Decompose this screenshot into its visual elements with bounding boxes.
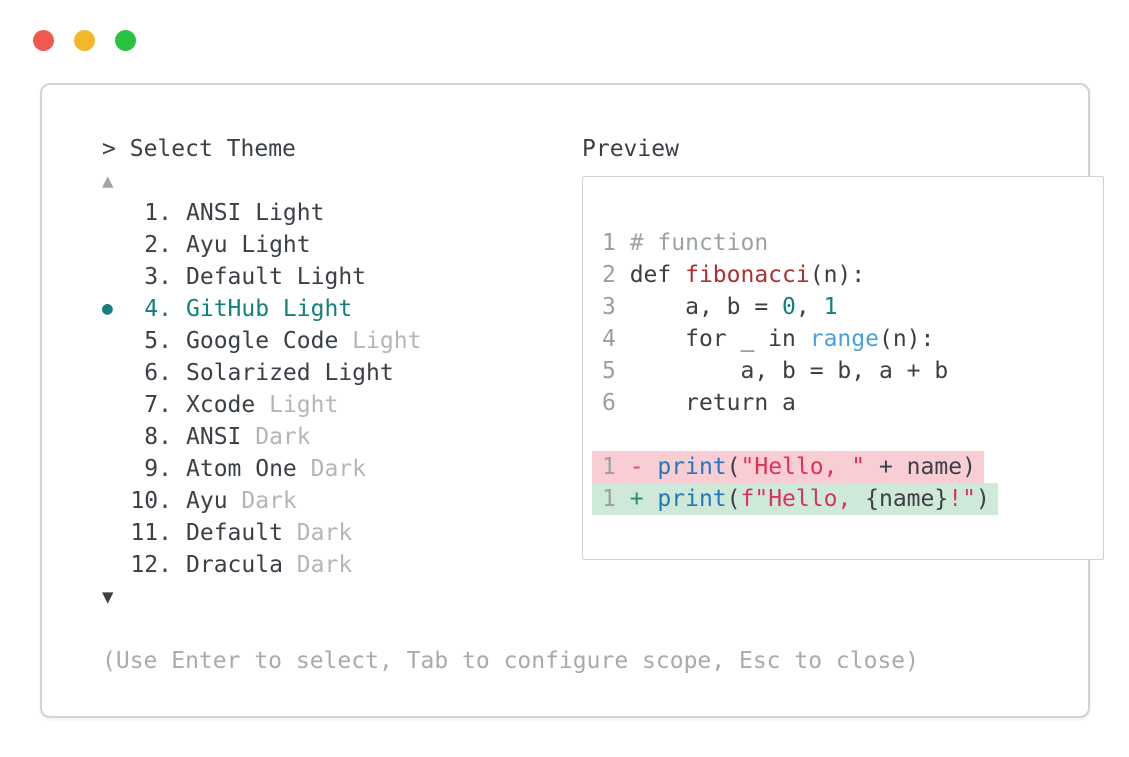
preview-title: Preview [582,136,679,162]
theme-item-name: Xcode [186,392,256,418]
theme-list: 1. ANSI Light 2. Ayu Light 3. Default Light ● 4… [102,197,582,581]
bullet-placeholder [102,261,130,293]
theme-list-item[interactable]: 2. Ayu Light [102,229,582,261]
code-line: 3 a, b = 0, 1 [602,294,838,320]
code-line [602,419,1089,451]
bullet-placeholder [102,389,130,421]
scroll-down-icon[interactable]: ▼ [102,586,114,608]
theme-item-name: Default Light [186,264,367,290]
code-line: 1 # function [602,230,769,256]
scroll-up-icon[interactable]: ▲ [102,170,114,192]
bullet-placeholder [102,453,130,485]
bullet-placeholder [102,485,130,517]
bullet-placeholder [102,549,130,581]
theme-item-name: Dracula [186,552,283,578]
theme-list-item[interactable]: 5. Google Code Light [102,325,582,357]
theme-list-item[interactable]: 8. ANSI Dark [102,421,582,453]
bullet-placeholder [102,357,130,389]
traffic-lights [33,30,136,51]
theme-item-variant-suffix: Light [255,392,339,418]
bullet-placeholder [102,421,130,453]
theme-item-name: Ayu Light [186,232,311,258]
theme-item-number: 1. [144,200,172,226]
preview-box: 1 # function 2 def fibonacci(n): 3 a, b = … [582,176,1104,560]
theme-item-number: 5. [144,328,172,354]
theme-item-variant-suffix: Light [338,328,422,354]
footer-hint: (Use Enter to select, Tab to configure s… [102,648,919,674]
minimize-button[interactable] [74,30,95,51]
theme-list-item[interactable]: 6. Solarized Light [102,357,582,389]
theme-item-number: 3. [144,264,172,290]
theme-item-variant-suffix: Dark [296,456,367,482]
theme-list-item[interactable]: 12. Dracula Dark [102,549,582,581]
preview-panel: Preview 1 # function 2 def fibonacci(n): 3… [582,133,1104,613]
theme-picker-window: > Select Theme ▲ 1. ANSI Light 2. Ayu Light… [40,83,1104,718]
theme-item-number: 2. [144,232,172,258]
prompt-header: > Select Theme [102,133,582,165]
theme-item-name: Default [186,520,283,546]
theme-item-name: Ayu [186,488,228,514]
theme-item-number: 8. [144,424,172,450]
bullet-placeholder [102,325,130,357]
theme-item-number: 7. [144,392,172,418]
bullet-placeholder [102,229,130,261]
theme-item-number: 9. [144,456,172,482]
theme-item-name: Solarized Light [186,360,394,386]
bullet-placeholder [102,197,130,229]
theme-item-number: 10. [130,488,172,514]
page-title: Select Theme [129,136,296,162]
theme-item-name: Google Code [186,328,339,354]
theme-item-name: GitHub Light [186,296,353,322]
zoom-button[interactable] [115,30,136,51]
theme-item-number: 4. [144,296,172,322]
diff-removed-line: 1 - print("Hello, " + name) [592,451,1089,483]
theme-list-item[interactable]: 7. Xcode Light [102,389,582,421]
theme-item-name: ANSI [186,424,242,450]
theme-item-variant-suffix: Dark [227,488,297,514]
theme-item-number: 12. [130,552,172,578]
theme-item-number: 11. [130,520,172,546]
close-button[interactable] [33,30,54,51]
bullet-placeholder [102,517,130,549]
theme-list-panel: > Select Theme ▲ 1. ANSI Light 2. Ayu Light… [102,133,582,613]
theme-item-number: 6. [144,360,172,386]
selected-bullet-icon: ● [102,298,113,319]
theme-list-item[interactable]: 11. Default Dark [102,517,582,549]
code-line: 2 def fibonacci(n): [602,262,866,288]
theme-list-item[interactable]: 1. ANSI Light [102,197,582,229]
theme-item-variant-suffix: Dark [282,552,353,578]
code-line: 4 for _ in range(n): [602,326,935,352]
code-line: 5 a, b = b, a + b [602,358,949,384]
theme-item-name: Atom One [186,456,297,482]
theme-item-variant-suffix: Dark [282,520,353,546]
theme-list-item[interactable]: 9. Atom One Dark [102,453,582,485]
code-line: 6 return a [602,390,796,416]
theme-item-name: ANSI Light [186,200,325,226]
theme-item-variant-suffix: Dark [241,424,311,450]
prompt-caret: > [102,136,116,162]
diff-added-line: 1 + print(f"Hello, {name}!") [592,483,1089,515]
theme-list-item[interactable]: 10. Ayu Dark [102,485,582,517]
theme-list-item[interactable]: ● 4. GitHub Light [102,293,582,325]
theme-list-item[interactable]: 3. Default Light [102,261,582,293]
